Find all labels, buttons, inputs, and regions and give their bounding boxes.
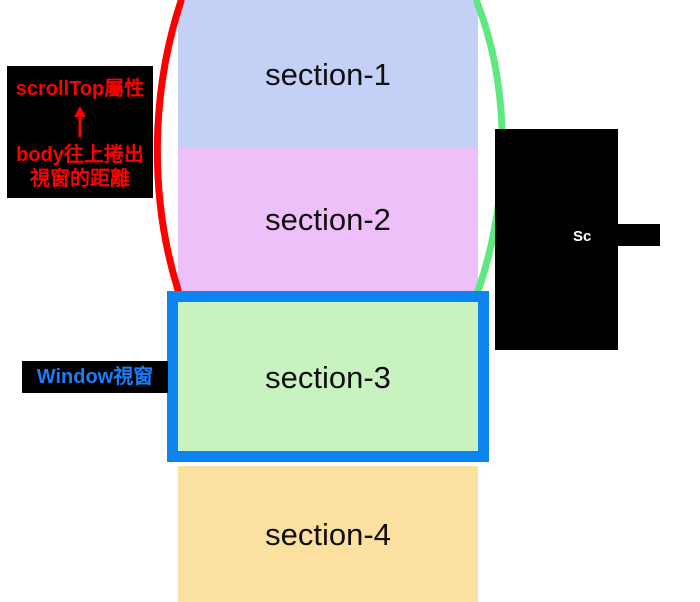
scrolltop-description: body往上捲出 視窗的距離 xyxy=(16,144,144,190)
section-block-1: section-1 xyxy=(178,0,478,148)
up-arrow-icon xyxy=(7,105,153,139)
section-label: section-2 xyxy=(265,202,391,237)
window-viewport-label: Window視窗 xyxy=(22,361,168,393)
section-block-4: section-4 xyxy=(178,466,478,602)
section-label: section-3 xyxy=(265,359,391,395)
redacted-annotation-text: Sc xyxy=(573,228,592,245)
scrolltop-description-line-1: body往上捲出 xyxy=(16,144,144,167)
section-block-3: section-3 xyxy=(178,302,478,452)
redaction-bar xyxy=(592,224,660,246)
window-viewport-box xyxy=(167,291,489,462)
scrolltop-annotation: scrollTop屬性 body往上捲出 視窗的距離 xyxy=(7,66,153,198)
section-block-2: section-2 xyxy=(178,148,478,291)
section-label: section-1 xyxy=(265,56,391,92)
window-viewport-label-text: Window視窗 xyxy=(36,366,154,388)
scrolltop-description-line-2: 視窗的距離 xyxy=(30,167,130,190)
scrolltop-title: scrollTop屬性 xyxy=(15,78,145,100)
section-label: section-4 xyxy=(265,516,391,552)
